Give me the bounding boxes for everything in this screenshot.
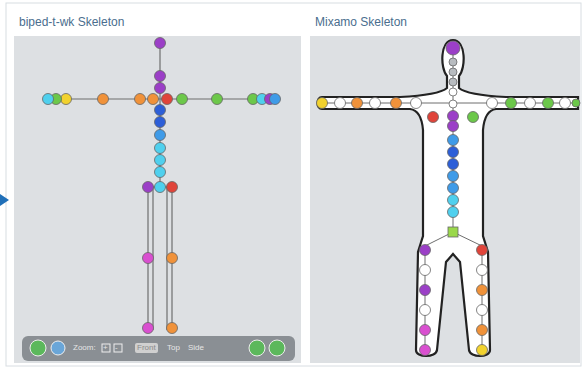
joint <box>468 112 479 123</box>
joint <box>155 155 166 166</box>
joint <box>420 245 431 256</box>
joint <box>370 98 381 109</box>
joint <box>143 253 154 264</box>
joint <box>155 105 166 116</box>
body-outline <box>318 40 579 356</box>
viewport-panel: Mixamo Skeleton <box>310 14 580 363</box>
joint <box>525 98 536 109</box>
panel-title: Mixamo Skeleton <box>310 14 580 30</box>
joint <box>477 345 488 356</box>
joint <box>477 325 488 336</box>
joint <box>155 117 166 128</box>
toolbar-label: Zoom: <box>73 343 96 353</box>
joint <box>61 94 72 105</box>
joint <box>448 171 459 182</box>
joint <box>560 98 571 109</box>
arrow-marker <box>0 194 9 206</box>
zoom-in-button <box>102 344 110 352</box>
joint <box>449 58 457 66</box>
joint <box>506 98 517 109</box>
joint <box>449 100 457 108</box>
joint <box>572 99 580 107</box>
joint <box>477 305 488 316</box>
joint <box>167 323 178 334</box>
joint <box>317 98 328 109</box>
joint <box>177 94 188 105</box>
frame <box>6 3 581 366</box>
joint <box>446 41 460 55</box>
joint <box>155 71 166 82</box>
toolbar-label: Front <box>135 343 158 353</box>
joint <box>448 207 459 218</box>
viewport-panel: biped-t-wk Skeleton <box>14 14 301 363</box>
joint <box>212 94 223 105</box>
joint <box>448 159 459 170</box>
toolbar-label: + <box>103 343 108 353</box>
joint <box>143 182 154 193</box>
viewport <box>14 36 301 363</box>
joint <box>449 78 457 86</box>
joint <box>420 285 431 296</box>
toolbar <box>22 336 295 361</box>
joint <box>428 112 439 123</box>
reset-icon <box>269 340 285 356</box>
toolbar-label: Top <box>167 343 180 353</box>
joint <box>448 183 459 194</box>
joint <box>167 253 178 264</box>
joint <box>143 323 154 334</box>
joint <box>155 130 166 141</box>
toolbar-label: Side <box>188 343 204 353</box>
joint <box>449 88 457 96</box>
joint <box>448 227 458 237</box>
zoom-out-button <box>114 344 122 352</box>
joint <box>43 94 54 105</box>
joint <box>448 135 459 146</box>
joint <box>352 98 363 109</box>
joint <box>420 325 431 336</box>
panel-title: biped-t-wk Skeleton <box>14 14 301 30</box>
joint <box>420 265 431 276</box>
joint <box>155 143 166 154</box>
bones <box>44 43 276 330</box>
joint <box>155 182 166 193</box>
rotate-icon <box>249 340 265 356</box>
joint <box>155 83 166 94</box>
bones <box>322 47 578 350</box>
joint <box>449 68 457 76</box>
joint <box>543 98 554 109</box>
joints <box>43 38 581 356</box>
joint <box>477 285 488 296</box>
joint <box>167 182 178 193</box>
zoom-icon <box>51 341 65 355</box>
joint <box>148 94 159 105</box>
joint <box>411 98 422 109</box>
joint <box>448 195 459 206</box>
toolbar-label: - <box>115 343 118 353</box>
joint <box>335 98 346 109</box>
joint <box>448 111 459 122</box>
joint <box>477 245 488 256</box>
joint <box>162 94 173 105</box>
joint <box>98 94 109 105</box>
joint <box>477 265 488 276</box>
joint <box>448 147 459 158</box>
joint <box>448 121 459 132</box>
pan-icon <box>30 340 46 356</box>
joint <box>155 167 166 178</box>
joint <box>420 305 431 316</box>
viewport <box>310 36 580 363</box>
joint <box>420 345 431 356</box>
joint <box>487 98 498 109</box>
joint <box>155 38 166 49</box>
joint <box>135 94 146 105</box>
joint <box>391 98 402 109</box>
joint <box>270 94 281 105</box>
